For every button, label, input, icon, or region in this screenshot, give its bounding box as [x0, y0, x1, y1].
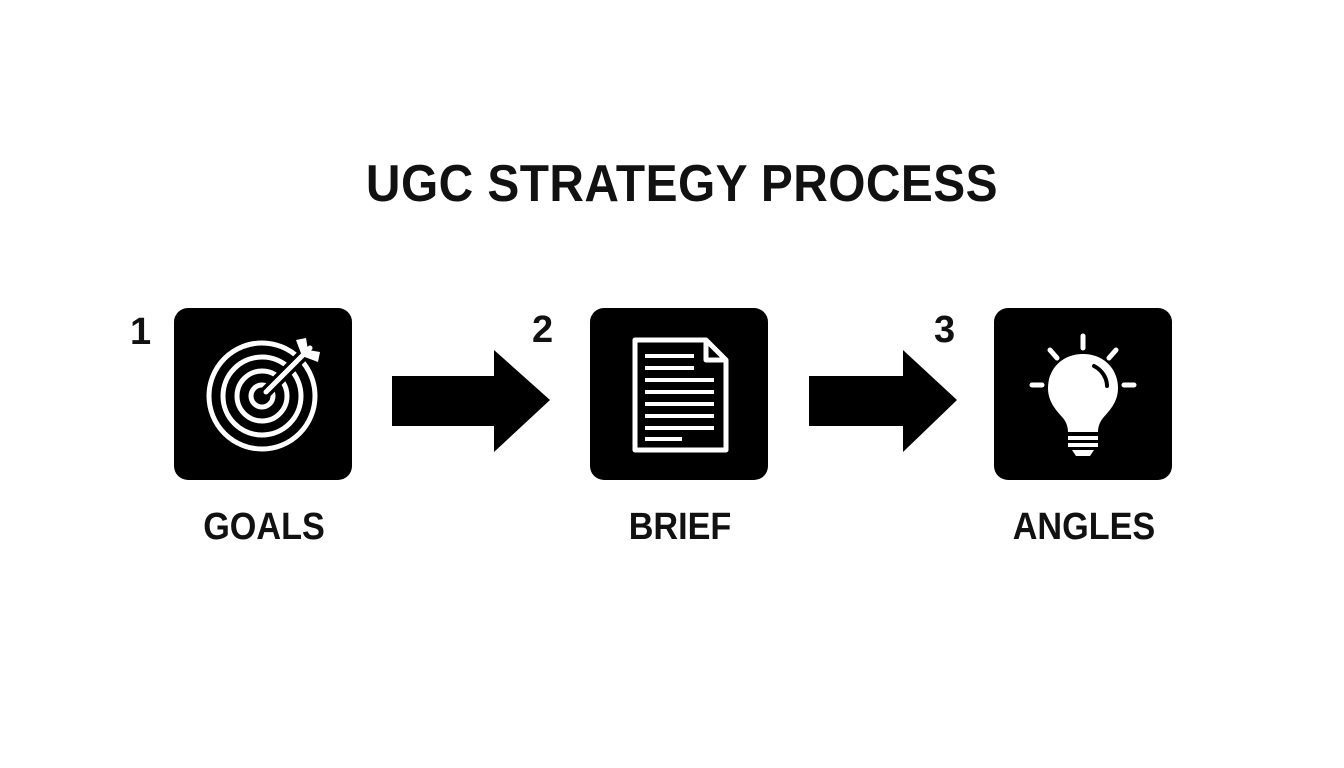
arrow-right-icon	[809, 350, 957, 452]
step-number-1: 1	[130, 311, 152, 353]
target-with-arrow-icon	[206, 338, 320, 452]
step-label-goals: GOALS	[203, 506, 325, 548]
step-tile-goals	[174, 308, 352, 480]
step-tile-brief	[590, 308, 768, 480]
step-label-brief: BRIEF	[628, 506, 732, 548]
page-title: UGC STRATEGY PROCESS	[365, 155, 999, 213]
step-tile-angles	[994, 308, 1172, 480]
lightbulb-icon	[1029, 333, 1137, 456]
step-number-3: 3	[934, 309, 956, 351]
document-icon	[632, 337, 729, 453]
arrow-right-icon	[392, 350, 550, 452]
step-label-angles: ANGLES	[1012, 506, 1156, 548]
step-number-2: 2	[532, 309, 554, 351]
